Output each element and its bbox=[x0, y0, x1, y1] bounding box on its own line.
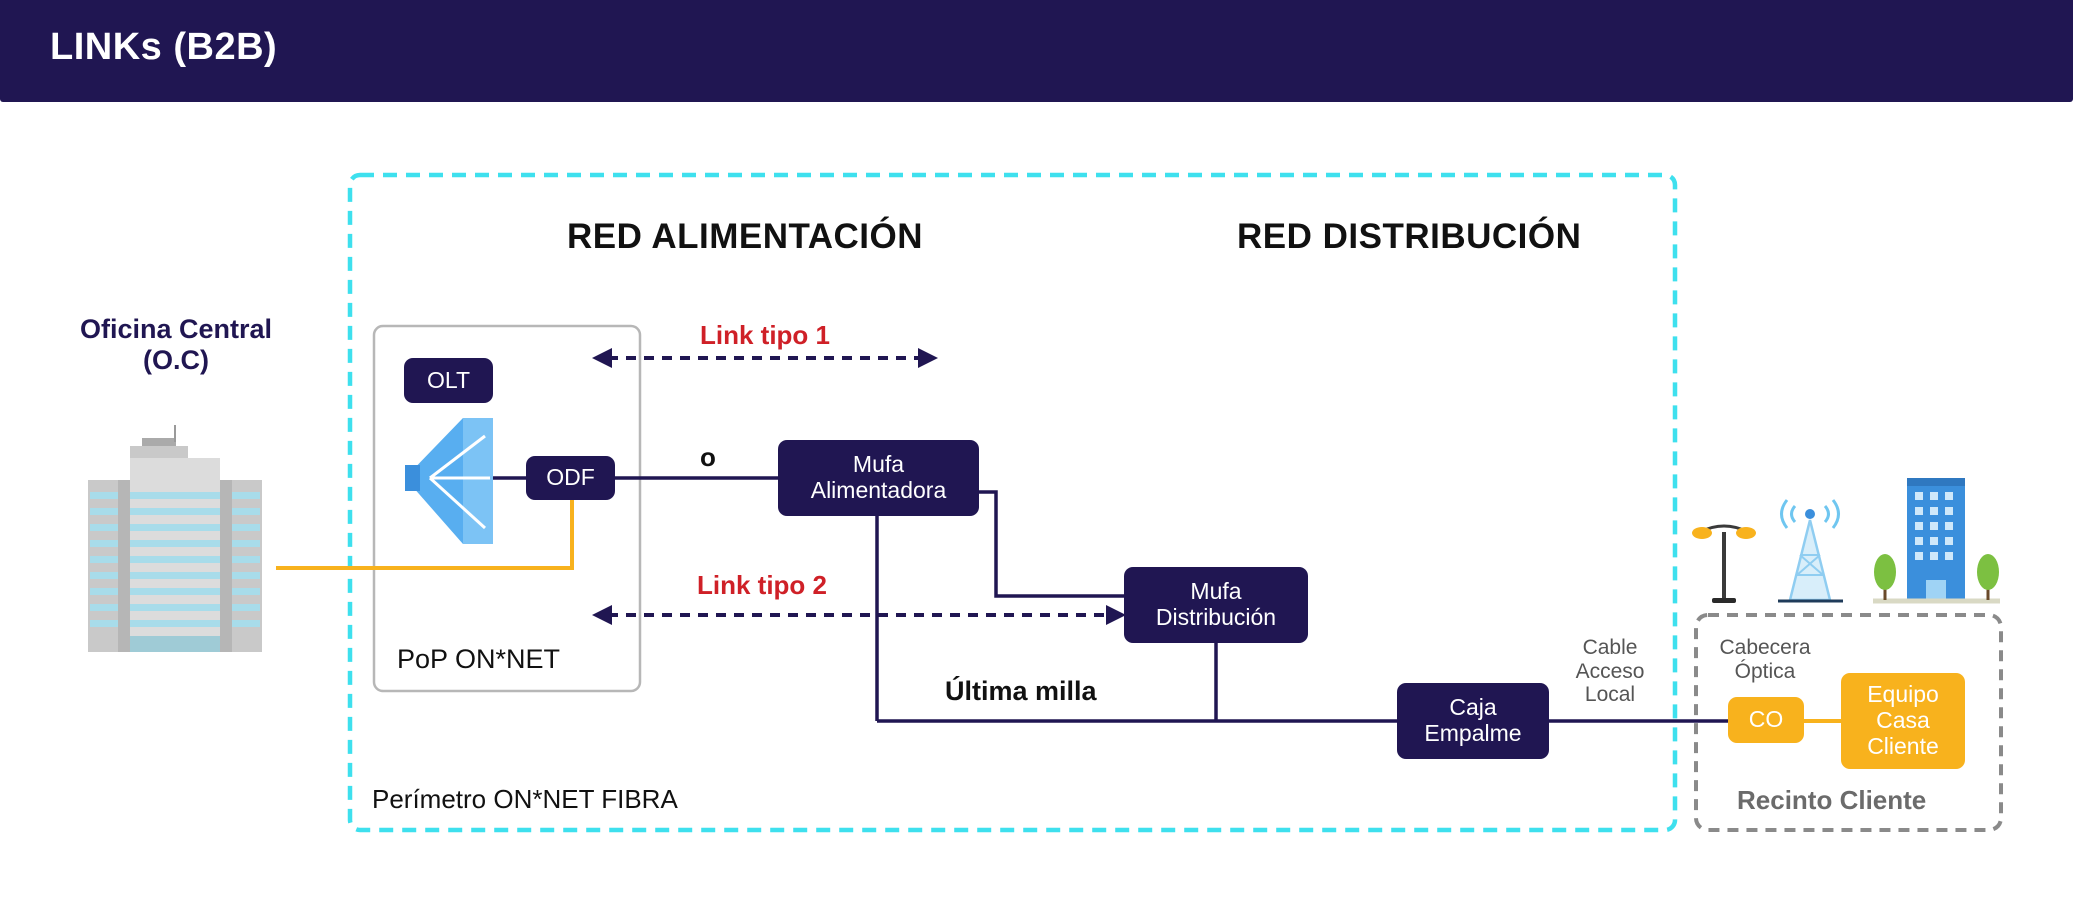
header-bar: LINKs (B2B) bbox=[0, 0, 2073, 102]
odf-node: ODF bbox=[526, 456, 615, 500]
tree-icon bbox=[1874, 554, 1896, 600]
mufa-distribucion-node: Mufa Distribución bbox=[1124, 567, 1308, 643]
section-title-feeder: RED ALIMENTACIÓN bbox=[567, 217, 924, 256]
cable-acceso-local-label: Cable Acceso Local bbox=[1575, 636, 1645, 707]
street-lamp-icon bbox=[1692, 524, 1756, 603]
perimeter-label: Perímetro ON*NET FIBRA bbox=[372, 784, 678, 814]
equipo-casa-cliente-node: Equipo Casa Cliente bbox=[1841, 673, 1965, 769]
page-title: LINKs (B2B) bbox=[50, 26, 278, 68]
orange-feed-line bbox=[276, 497, 574, 570]
perimeter-boundary bbox=[347, 172, 1678, 833]
antenna-tower-icon bbox=[1778, 499, 1843, 603]
co-node: CO bbox=[1728, 697, 1804, 743]
tree-icon bbox=[1977, 554, 1999, 600]
link-tipo-1-label: Link tipo 1 bbox=[700, 320, 830, 350]
section-title-distribution: RED DISTRIBUCIÓN bbox=[1237, 217, 1582, 256]
recinto-cliente-label: Recinto Cliente bbox=[1737, 785, 1927, 815]
client-premises-boundary bbox=[1694, 613, 2003, 832]
ultima-milla-label: Última milla bbox=[945, 676, 1097, 706]
central-office-label: Oficina Central (O.C) bbox=[79, 314, 273, 376]
mufa-alimentadora-node: Mufa Alimentadora bbox=[778, 440, 979, 516]
client-building-icon bbox=[1873, 478, 2000, 604]
or-text: o bbox=[700, 442, 716, 472]
cabecera-optica-label: Cabecera Óptica bbox=[1719, 636, 1811, 683]
caja-empalme-node: Caja Empalme bbox=[1397, 683, 1549, 759]
link-tipo-2-label: Link tipo 2 bbox=[697, 570, 827, 600]
olt-splitter-icon bbox=[405, 418, 493, 544]
pop-label: PoP ON*NET bbox=[397, 644, 561, 674]
olt-node: OLT bbox=[404, 358, 493, 403]
pop-box bbox=[372, 324, 642, 693]
office-building-icon bbox=[88, 425, 262, 652]
